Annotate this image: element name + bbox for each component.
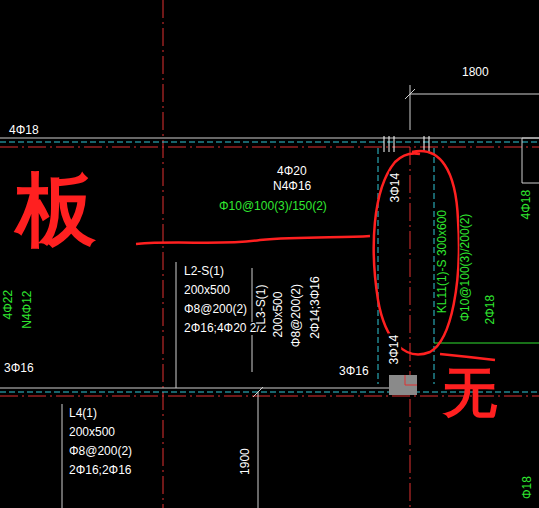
rebar-annotation: N4Φ16 [272, 180, 312, 193]
rotated-annotation: 200x500 [272, 291, 285, 339]
rebar-annotation: 4Φ20 [276, 165, 308, 178]
rotated-annotation: KL11(1)-S 300x600 [436, 209, 449, 314]
rotated-annotation: 1900 [238, 448, 251, 477]
rebar-annotation: L2-S(1) [183, 265, 225, 278]
rotated-annotation: 3Φ14 [388, 334, 401, 366]
rebar-annotation: L4(1) [68, 407, 98, 420]
rotated-annotation: 2Φ14;3Φ16 [308, 276, 321, 341]
rebar-annotation: Φ10@100(3)/150(2) [218, 200, 328, 213]
rotated-annotation: Φ18 [520, 476, 533, 501]
rebar-annotation: 3Φ16 [338, 365, 370, 378]
rebar-annotation: 2Φ16;2Φ16 [68, 464, 133, 477]
handwritten-note: 无 [442, 366, 498, 420]
rebar-annotation: 3Φ16 [3, 362, 35, 375]
rebar-annotation: 4Φ18 [8, 124, 40, 137]
rebar-annotation: 200x500 [183, 284, 231, 297]
rotated-annotation: Φ10@100(3)/200(2) [459, 213, 472, 323]
rotated-annotation: 3Φ14 [389, 172, 402, 204]
rotated-annotation: 4Φ18 [520, 189, 533, 221]
rebar-annotation: 200x500 [68, 426, 116, 439]
rotated-annotation: 2Φ18 [484, 294, 497, 326]
rebar-annotation: 1800 [461, 66, 490, 79]
handwritten-note: 板 [15, 170, 97, 250]
rotated-annotation: N4Φ12 [20, 290, 33, 330]
rotated-annotation: Φ8@200(2) [290, 283, 303, 348]
rotated-annotation: L3-S(1) [255, 284, 268, 326]
rebar-annotation: Φ8@200(2) [68, 445, 133, 458]
rebar-annotation: Φ8@200(2) [183, 303, 248, 316]
rotated-annotation: 4Φ22 [2, 289, 15, 321]
